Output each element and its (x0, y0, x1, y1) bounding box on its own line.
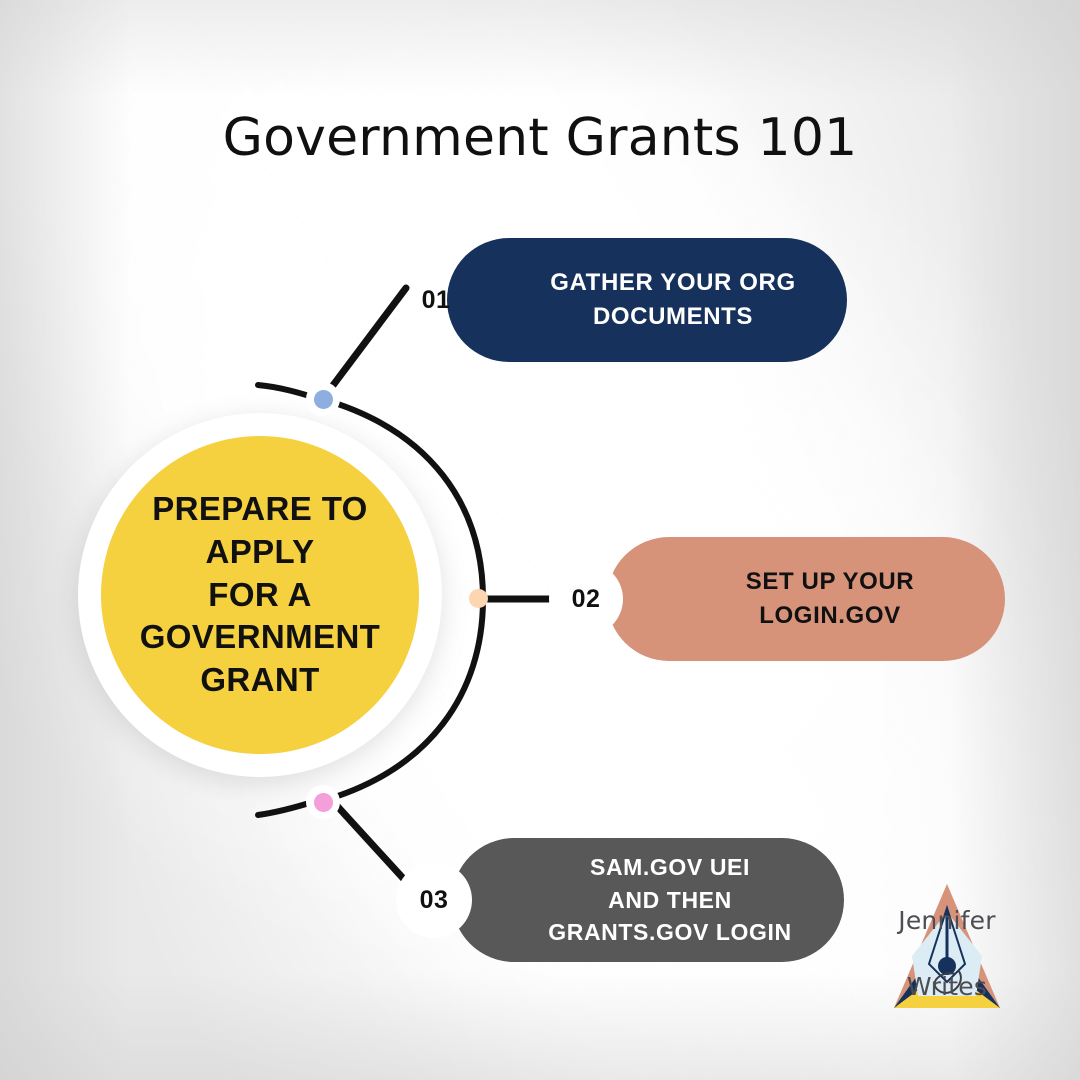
logo-mark (894, 884, 1000, 1008)
logo-top-word: Jennifer (898, 906, 996, 935)
step-pill-3-label: SAM.GOV UEI AND THEN GRANTS.GOV LOGIN (548, 854, 792, 946)
jennifer-writes-logo: Jennifer Writes (872, 878, 1022, 1024)
step-pill-3[interactable]: SAM.GOV UEI AND THEN GRANTS.GOV LOGIN (452, 838, 844, 962)
hub-circle: PREPARE TO APPLY FOR A GOVERNMENT GRANT (101, 436, 419, 754)
step-number-2: 02 (549, 562, 623, 636)
step-pill-2-label: SET UP YOUR LOGIN.GOV (745, 567, 915, 629)
step-dot-2 (461, 581, 495, 615)
logo-bottom-word: Writes (906, 972, 988, 1001)
step-number-1: 01 (421, 285, 451, 314)
step-dot-1 (306, 382, 340, 416)
step-pill-2[interactable]: SET UP YOUR LOGIN.GOV (607, 537, 1005, 661)
step-pill-1[interactable]: GATHER YOUR ORG DOCUMENTS (447, 238, 847, 362)
hub-label: PREPARE TO APPLY FOR A GOVERNMENT GRANT (139, 489, 381, 699)
step-dot-1-core (313, 389, 333, 409)
step-pill-1-shape (447, 238, 847, 362)
step-number-3: 03 (396, 862, 472, 938)
step-pill-2-shape (607, 537, 1005, 661)
step-pill-1-label: GATHER YOUR ORG DOCUMENTS (550, 268, 796, 330)
page-title: Government Grants 101 (222, 108, 858, 168)
step-dot-3 (306, 785, 340, 819)
step-dot-3-core (313, 792, 333, 812)
step-dot-2-core (468, 588, 488, 608)
step-pill-3-shape (452, 838, 844, 962)
